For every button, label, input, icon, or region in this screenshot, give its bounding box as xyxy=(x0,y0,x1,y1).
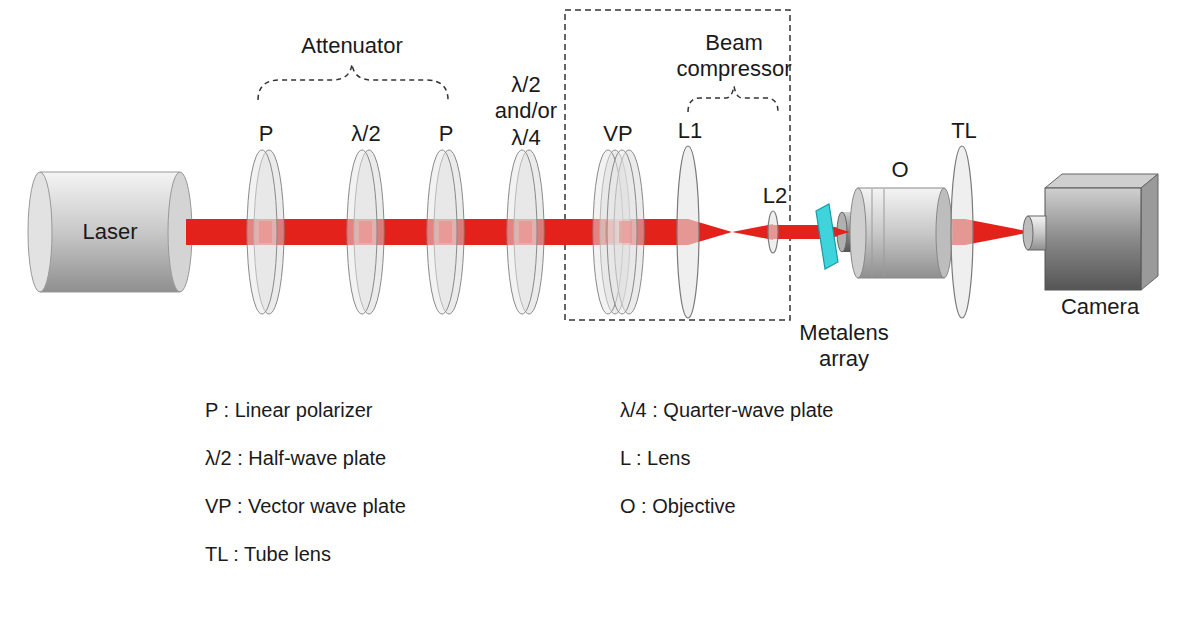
vector-wave-plate xyxy=(607,150,644,314)
linear-polarizer xyxy=(427,150,464,314)
beam-in-plate xyxy=(439,221,452,243)
bracket xyxy=(688,86,778,112)
part-label: P xyxy=(439,121,454,147)
part-label: L2 xyxy=(763,183,787,209)
tube-lens xyxy=(951,146,973,318)
objective xyxy=(836,188,952,278)
bracket xyxy=(258,64,448,100)
beam-segment xyxy=(965,219,1032,245)
camera xyxy=(1023,174,1158,290)
camera-side xyxy=(1141,174,1158,290)
part-label: TL xyxy=(951,118,977,144)
focus-cone xyxy=(836,228,850,236)
beam-segment xyxy=(732,224,773,240)
metalens-array xyxy=(816,204,838,269)
legend-key-text: TL : Tube lens xyxy=(205,542,331,566)
part-label: O xyxy=(891,157,908,183)
legend-key-text: VP : Vector wave plate xyxy=(205,494,406,518)
legend-key-text: O : Objective xyxy=(620,494,736,518)
node-label: Laser xyxy=(82,219,137,245)
linear-polarizer xyxy=(247,150,284,314)
lens-l2 xyxy=(768,211,778,253)
objective-face xyxy=(850,188,866,278)
legend-key-text: λ/4 : Quarter-wave plate xyxy=(620,398,833,422)
camera-lens-face xyxy=(1023,216,1033,250)
plate-front xyxy=(347,150,377,314)
objective-ring xyxy=(872,189,884,277)
beam-in-plate xyxy=(619,221,632,243)
node-label: Camera xyxy=(1061,294,1139,320)
beam-in-plate xyxy=(519,221,532,243)
plate-front xyxy=(507,150,537,314)
legend-key-text: λ/2 : Half-wave plate xyxy=(205,446,386,470)
half-wave-plate xyxy=(347,150,384,314)
plate-front xyxy=(247,150,277,314)
part-label: P xyxy=(259,121,274,147)
part-label: L1 xyxy=(678,118,702,144)
laser-outline xyxy=(40,172,180,292)
part-label: Beam compressor xyxy=(669,30,799,83)
beam-in-plate xyxy=(359,221,372,243)
camera-detector: Camera xyxy=(1030,176,1170,320)
part-label: λ/2 xyxy=(351,121,380,147)
objective-body xyxy=(858,188,944,278)
laser-source: Laser xyxy=(40,172,180,292)
part-label: Metalens array xyxy=(788,320,900,373)
beam-in-plate xyxy=(259,221,272,243)
legend-key-text: L : Lens xyxy=(620,446,690,470)
wave-plate xyxy=(507,150,544,314)
illustration xyxy=(28,10,1158,320)
legend-key-text: P : Linear polarizer xyxy=(205,398,373,422)
beam-segment xyxy=(773,225,824,239)
camera-top xyxy=(1045,174,1158,188)
camera-front xyxy=(1045,188,1141,290)
plate-front xyxy=(607,150,637,314)
part-label: λ/2 and/or λ/4 xyxy=(490,72,562,151)
lens-l1 xyxy=(677,146,699,318)
plate-front xyxy=(427,150,457,314)
laser-end xyxy=(28,172,52,292)
laser-body xyxy=(40,172,180,292)
objective-back xyxy=(936,188,952,278)
part-label: VP xyxy=(603,121,632,147)
part-label: Attenuator xyxy=(301,33,403,59)
